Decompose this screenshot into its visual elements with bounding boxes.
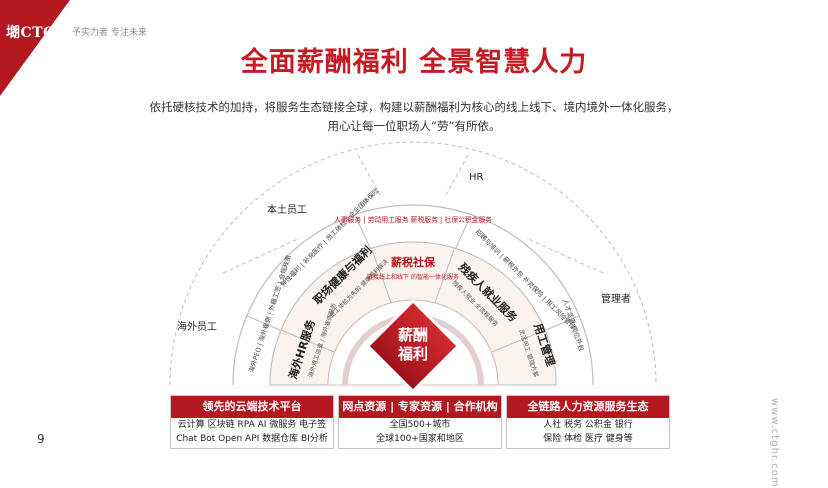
service-fan-diagram: 海外员工 本土员工 HR 管理者 海外PEO | 海外雇佣 | 外籍工签 | 合…: [169, 141, 657, 394]
label-manager: 管理者: [601, 292, 631, 305]
resources-title: 网点资源 | 专家资源 | 合作机构: [339, 396, 501, 418]
ecosystem-line1: 人社 税务 公积金 银行: [543, 420, 633, 430]
inner-divider: [491, 329, 546, 353]
resources-line2: 全球100+国家和地区: [376, 434, 464, 444]
ecosystem-line2: 保险 体检 医疗 健身等: [543, 434, 633, 444]
ecosystem-title: 全链路人力资源服务生态: [507, 396, 669, 418]
inner-divider: [371, 249, 393, 306]
inner-desc-payroll-social: 链接线上和线下 的智能一体化服务: [367, 273, 459, 281]
outer-divider: [525, 237, 604, 274]
page-number: 9: [37, 432, 45, 446]
tech-platform-box: 领先的云端技术平台 云计算 区块链 RPA AI 微服务 电子签 Chat Bo…: [170, 395, 334, 449]
tech-platform-line1: 云计算 区块链 RPA AI 微服务 电子签: [177, 420, 327, 430]
inner-divider: [280, 329, 335, 353]
inner-title-payroll-social: 薪税社保: [391, 255, 436, 269]
brand-logo: 㙟CTG: [6, 25, 56, 41]
center-label-line1: 薪酬: [397, 326, 428, 344]
outer-divider: [222, 237, 301, 274]
resources-line1: 全国500+城市: [389, 420, 451, 430]
site-url: www.ctghr.com: [769, 398, 780, 488]
page-subtitle-line1: 依托硬核技术的加持，将服务生态链接全球，构建以薪酬福利为核心的线上线下、境内境外…: [149, 100, 679, 114]
center-label-line2: 福利: [397, 345, 428, 363]
page-subtitle-line2: 用心让每一位职场人“劳”有所依。: [327, 119, 501, 133]
logo-background: [0, 0, 70, 96]
middle-divider: [545, 315, 580, 331]
ecosystem-box: 全链路人力资源服务生态 人社 税务 公积金 银行 保险 体检 医疗 健身等: [506, 395, 670, 449]
center-diamond: [365, 298, 461, 394]
tech-platform-line2: Chat Bot Open API 数据仓库 BI分析: [176, 434, 328, 444]
outer-dashed-arc: [169, 141, 657, 386]
middle-divider: [246, 315, 281, 331]
outer-divider: [357, 154, 381, 196]
middle-divider: [355, 216, 372, 251]
label-hr: HR: [469, 172, 484, 183]
center-label: 薪酬 福利: [391, 326, 435, 364]
outer-divider: [445, 154, 469, 196]
label-overseas-staff: 海外员工: [177, 320, 217, 333]
inner-divider: [433, 249, 455, 306]
middle-text-hr-services: 人事服务 | 劳动用工服务 薪税服务 | 社保公积金服务: [334, 215, 492, 224]
tech-platform-title: 领先的云端技术平台: [171, 396, 333, 418]
page-title: 全面薪酬福利 全景智慧人力: [240, 47, 588, 78]
resources-box: 网点资源 | 专家资源 | 合作机构 全国500+城市 全球100+国家和地区: [338, 395, 502, 449]
brand-slogan: 予实力者 专注未来: [72, 28, 147, 38]
label-local-staff: 本土员工: [267, 203, 307, 216]
middle-divider: [454, 216, 471, 251]
